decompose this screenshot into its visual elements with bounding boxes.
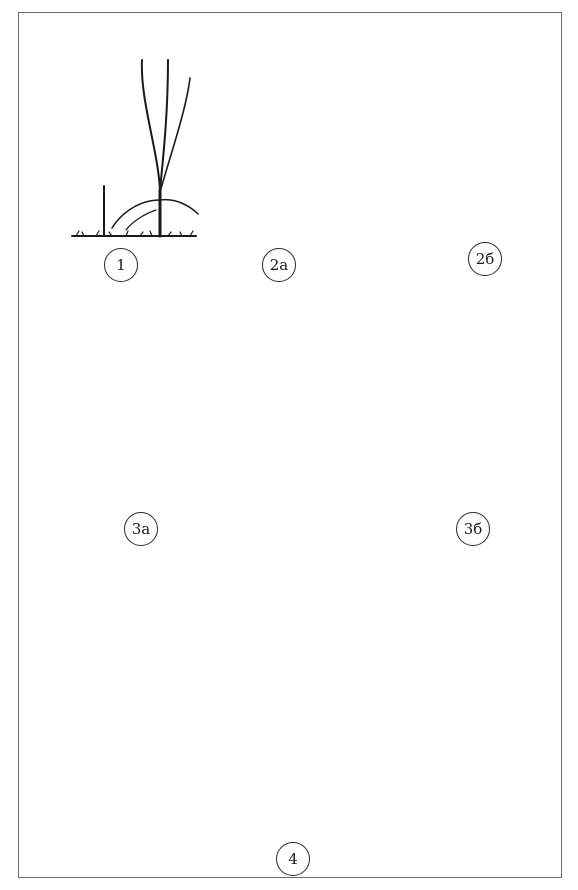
label-stage-4: 4 (276, 842, 310, 876)
label-stage-1: 1 (104, 248, 138, 282)
side-branch (160, 200, 198, 214)
side-branch (126, 210, 156, 230)
leader-branch (142, 60, 160, 190)
label-stage-2a: 2а (262, 248, 296, 282)
label-stage-2b: 2б (468, 242, 502, 276)
label-stage-3b: 3б (456, 512, 490, 546)
label-stage-3a: 3а (124, 512, 158, 546)
tree-stage-1 (72, 60, 198, 236)
side-branch (112, 200, 160, 228)
